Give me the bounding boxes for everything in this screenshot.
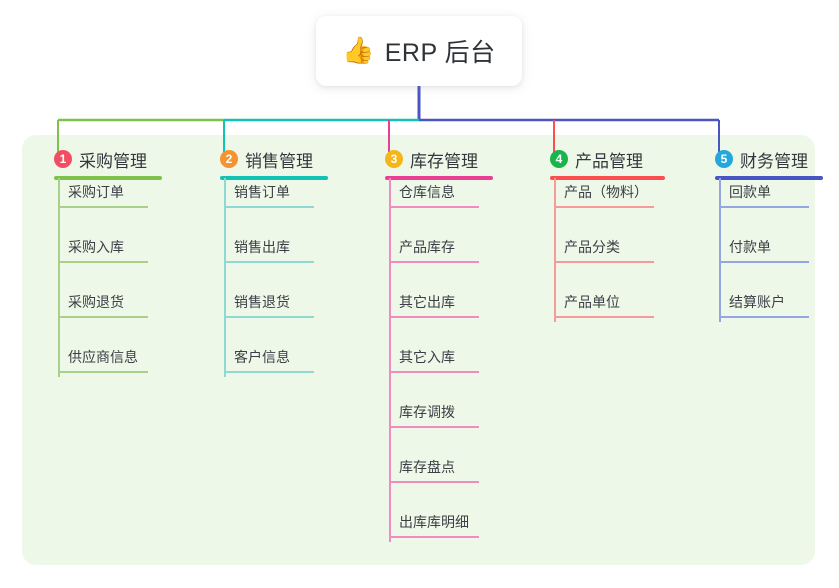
column-rule-2 <box>220 176 328 180</box>
column-spine-1 <box>58 178 60 377</box>
leaf-label: 产品单位 <box>564 294 620 310</box>
leaf-rule <box>226 206 314 208</box>
leaf-label: 客户信息 <box>234 349 290 365</box>
leaf-item[interactable]: 产品分类 <box>556 219 654 263</box>
column-title-4: 产品管理 <box>575 151 643 171</box>
leaf-item[interactable]: 出库库明细 <box>391 494 479 538</box>
column-rule-4 <box>550 176 665 180</box>
leaf-item[interactable]: 销售订单 <box>226 164 314 208</box>
column-badge-5: 5 <box>715 150 733 168</box>
leaf-item[interactable]: 采购退货 <box>60 274 148 318</box>
leaf-rule <box>226 316 314 318</box>
column-spine-5 <box>719 178 721 322</box>
leaf-rule <box>60 316 148 318</box>
column-header-4[interactable]: 4 产品管理 <box>534 146 643 172</box>
leaf-item[interactable]: 库存盘点 <box>391 439 479 483</box>
column-title-2: 销售管理 <box>245 151 313 171</box>
column-title-3: 库存管理 <box>410 151 478 171</box>
leaf-rule <box>60 261 148 263</box>
leaf-rule <box>391 426 479 428</box>
leaf-item[interactable]: 销售出库 <box>226 219 314 263</box>
leaf-label: 销售退货 <box>234 294 290 310</box>
column-header-5[interactable]: 5 财务管理 <box>699 146 808 172</box>
leaf-rule <box>391 371 479 373</box>
leaf-label: 采购退货 <box>68 294 124 310</box>
leaf-item[interactable]: 产品库存 <box>391 219 479 263</box>
column-badge-2: 2 <box>220 150 238 168</box>
leaf-rule <box>60 371 148 373</box>
column-5: 5 财务管理回款单付款单结算账户 <box>699 146 823 322</box>
leaf-label: 产品分类 <box>564 239 620 255</box>
leaf-label: 产品（物料） <box>564 184 648 200</box>
leaf-item[interactable]: 销售退货 <box>226 274 314 318</box>
column-badge-3: 3 <box>385 150 403 168</box>
leaf-rule <box>391 261 479 263</box>
column-1: 1 采购管理采购订单采购入库采购退货供应商信息 <box>38 146 162 377</box>
leaf-rule <box>391 206 479 208</box>
leaf-label: 销售订单 <box>234 184 290 200</box>
column-title-1: 采购管理 <box>79 151 147 171</box>
leaf-label: 结算账户 <box>729 294 785 310</box>
leaf-item[interactable]: 采购入库 <box>60 219 148 263</box>
column-header-1[interactable]: 1 采购管理 <box>38 146 147 172</box>
leaf-label: 其它出库 <box>399 294 455 310</box>
leaf-rule <box>556 206 654 208</box>
leaf-rule <box>556 261 654 263</box>
column-spine-4 <box>554 178 556 322</box>
column-rule-3 <box>385 176 493 180</box>
leaf-item[interactable]: 其它入库 <box>391 329 479 373</box>
leaf-item[interactable]: 客户信息 <box>226 329 314 373</box>
column-rule-1 <box>54 176 162 180</box>
column-rule-5 <box>715 176 823 180</box>
leaf-rule <box>391 316 479 318</box>
column-badge-4: 4 <box>550 150 568 168</box>
leaf-rule <box>226 371 314 373</box>
leaf-rule <box>226 261 314 263</box>
thumbs-up-icon: 👍 <box>342 36 375 66</box>
leaf-item[interactable]: 仓库信息 <box>391 164 479 208</box>
leaf-item[interactable]: 采购订单 <box>60 164 148 208</box>
leaf-label: 销售出库 <box>234 239 290 255</box>
column-header-2[interactable]: 2 销售管理 <box>204 146 313 172</box>
leaf-item[interactable]: 其它出库 <box>391 274 479 318</box>
leaf-rule <box>721 261 809 263</box>
leaf-rule <box>721 206 809 208</box>
column-title-5: 财务管理 <box>740 151 808 171</box>
column-3: 3 库存管理仓库信息产品库存其它出库其它入库库存调拨库存盘点出库库明细 <box>369 146 493 542</box>
leaf-item[interactable]: 回款单 <box>721 164 809 208</box>
column-header-3[interactable]: 3 库存管理 <box>369 146 478 172</box>
leaf-rule <box>556 316 654 318</box>
column-2: 2 销售管理销售订单销售出库销售退货客户信息 <box>204 146 328 377</box>
leaf-label: 采购入库 <box>68 239 124 255</box>
column-badge-1: 1 <box>54 150 72 168</box>
leaf-label: 仓库信息 <box>399 184 455 200</box>
column-4: 4 产品管理产品（物料） 产品分类产品单位 <box>534 146 665 322</box>
leaf-rule <box>60 206 148 208</box>
leaf-label: 产品库存 <box>399 239 455 255</box>
leaf-label: 其它入库 <box>399 349 455 365</box>
leaf-item[interactable]: 供应商信息 <box>60 329 148 373</box>
leaf-item[interactable]: 产品单位 <box>556 274 654 318</box>
leaf-rule <box>391 536 479 538</box>
leaf-item[interactable]: 产品（物料） <box>556 164 654 208</box>
root-node-title: ERP 后台 <box>384 39 496 67</box>
root-node-erp-backend[interactable]: 👍 ERP 后台 <box>316 16 522 86</box>
leaf-item[interactable]: 库存调拨 <box>391 384 479 428</box>
column-spine-3 <box>389 178 391 542</box>
leaf-item[interactable]: 结算账户 <box>721 274 809 318</box>
leaf-label: 供应商信息 <box>68 349 138 365</box>
leaf-label: 出库库明细 <box>399 514 469 530</box>
leaf-label: 付款单 <box>729 239 771 255</box>
leaf-rule <box>721 316 809 318</box>
leaf-label: 回款单 <box>729 184 771 200</box>
column-spine-2 <box>224 178 226 377</box>
leaf-label: 采购订单 <box>68 184 124 200</box>
leaf-label: 库存盘点 <box>399 459 455 475</box>
leaf-item[interactable]: 付款单 <box>721 219 809 263</box>
leaf-rule <box>391 481 479 483</box>
leaf-label: 库存调拨 <box>399 404 455 420</box>
